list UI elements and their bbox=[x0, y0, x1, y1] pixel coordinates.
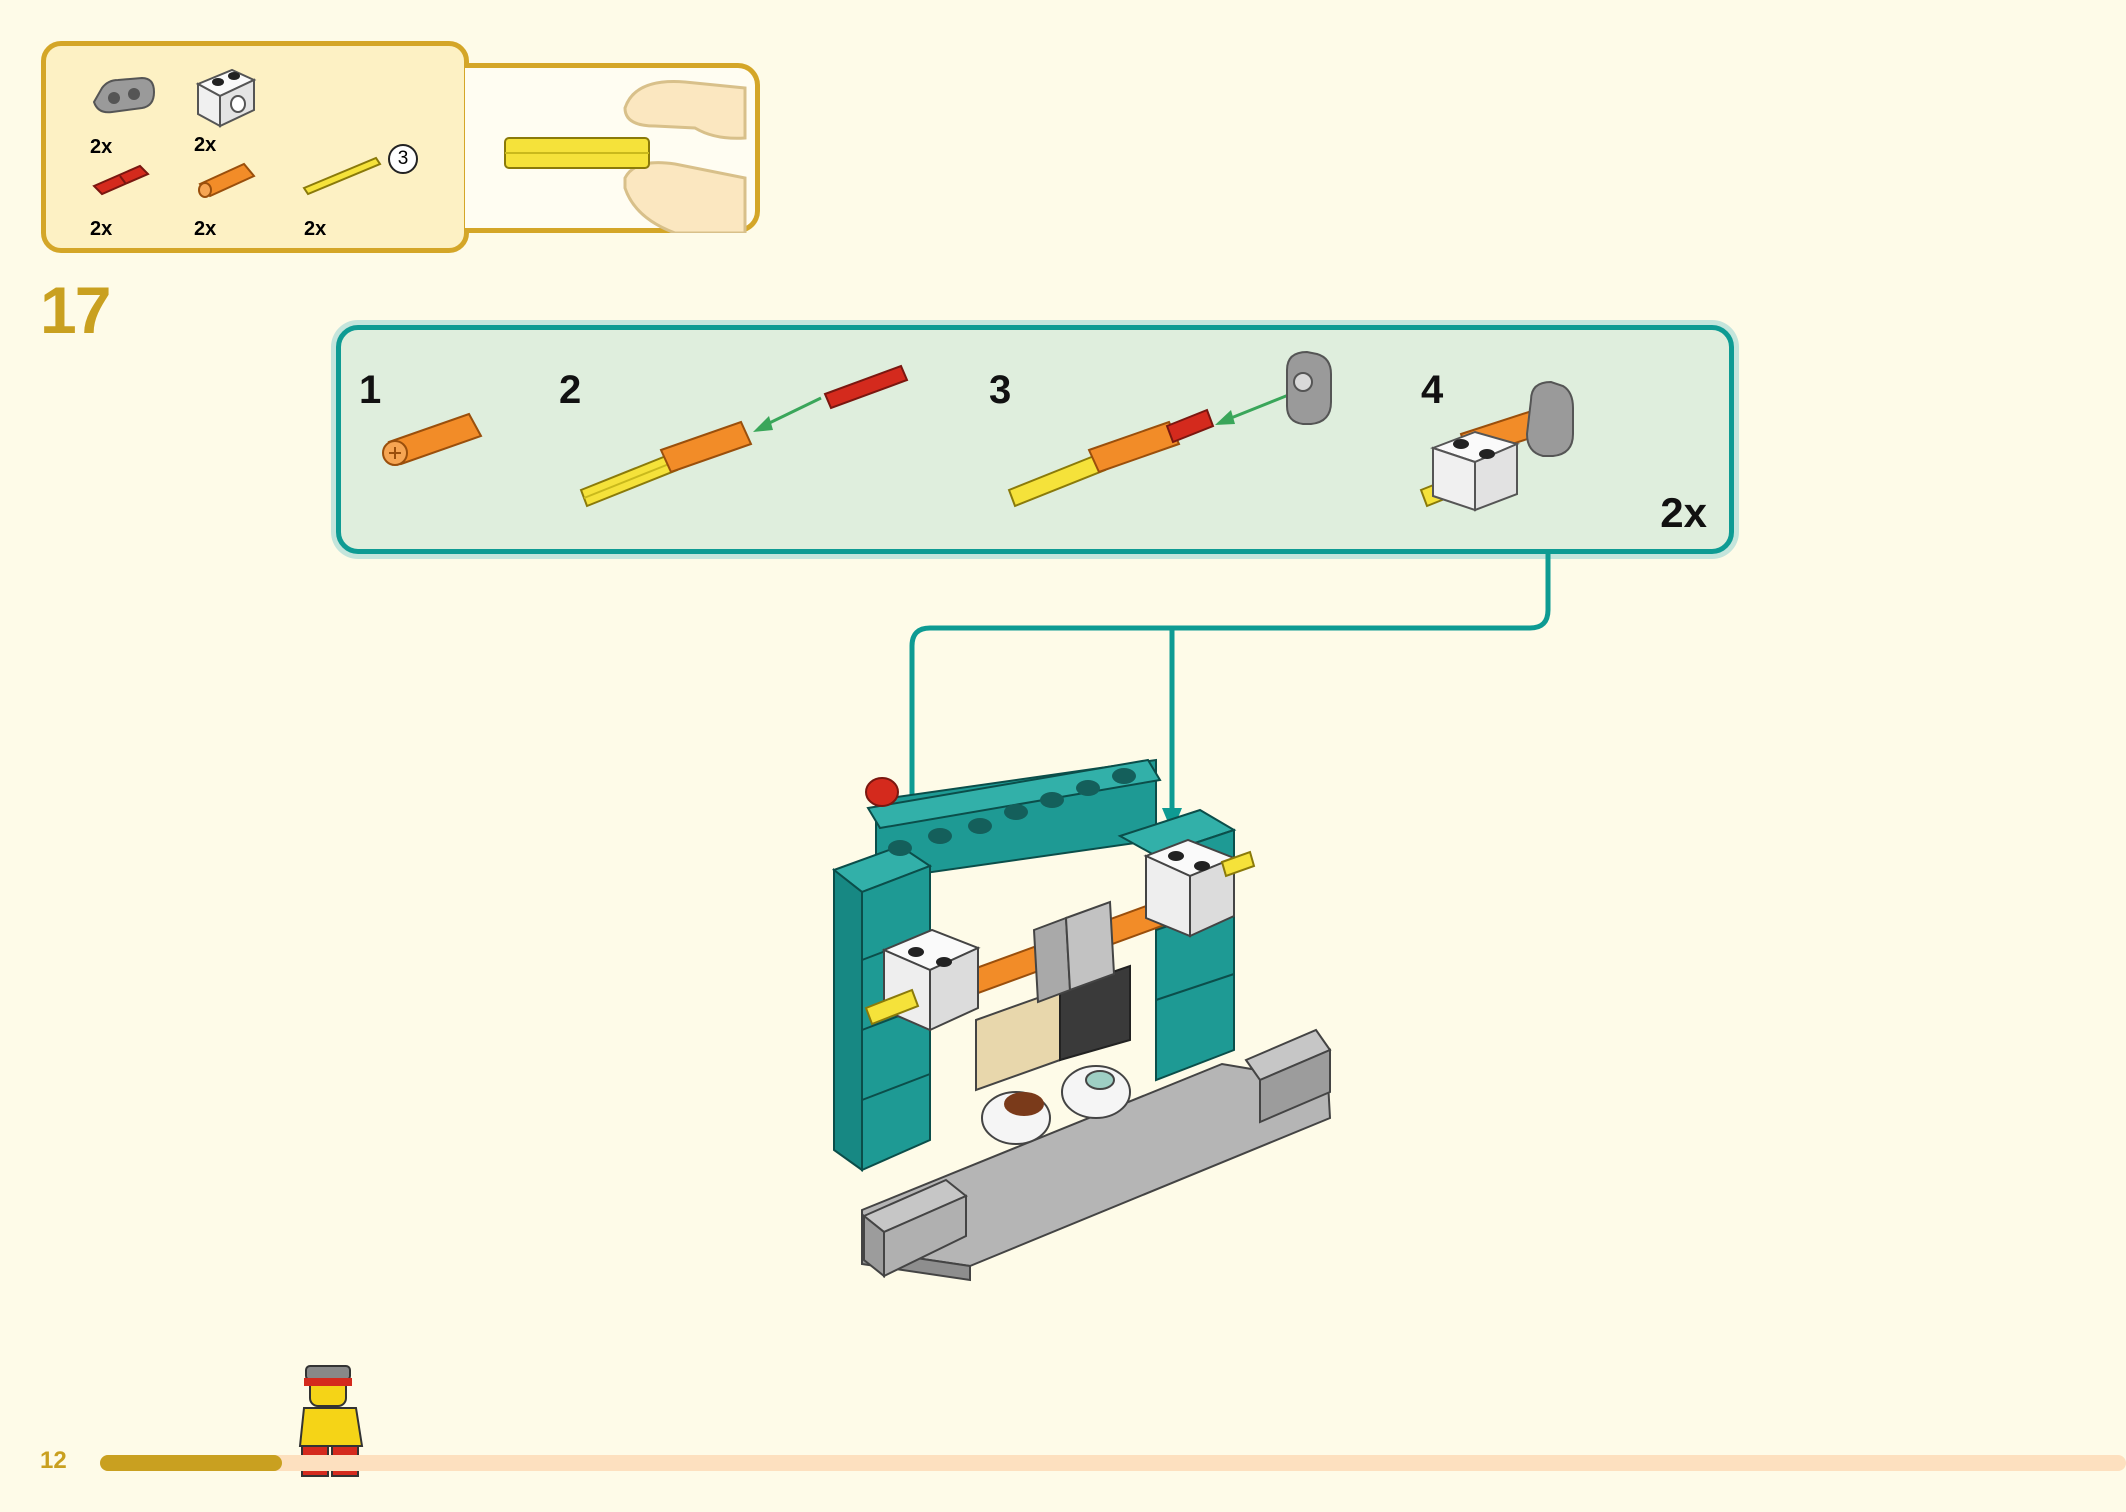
gray-beam-icon bbox=[92, 76, 156, 114]
step-number: 17 bbox=[40, 273, 111, 347]
part-quantity: 2x bbox=[194, 134, 217, 156]
red-axle-connector-icon bbox=[1165, 408, 1215, 444]
part-quantity: 2x bbox=[90, 136, 113, 158]
assembled-axle-icon bbox=[1419, 380, 1574, 512]
red-axle-connector-icon bbox=[823, 364, 909, 410]
length-check-illustration bbox=[504, 80, 747, 235]
sub-assembly-callout: 1 2 3 4 2x bbox=[336, 325, 1734, 554]
part-quantity: 2x bbox=[90, 218, 113, 240]
gray-beam-icon bbox=[1286, 350, 1332, 425]
green-arrow-icon bbox=[1215, 392, 1292, 425]
substep-number: 4 bbox=[1421, 368, 1444, 412]
orange-bush-icon bbox=[1087, 420, 1181, 474]
page-number: 12 bbox=[40, 1447, 67, 1474]
yellow-axle-icon bbox=[302, 156, 382, 196]
part-quantity: 2x bbox=[194, 218, 217, 240]
substep-number: 2 bbox=[559, 368, 582, 412]
substep-number: 1 bbox=[359, 368, 382, 412]
part-orange-bush: 2x bbox=[188, 146, 278, 240]
progress-track bbox=[100, 1455, 2126, 1471]
length-check-panel bbox=[465, 63, 760, 235]
progress-bar-fill bbox=[100, 1455, 283, 1471]
green-arrow-icon bbox=[753, 396, 822, 432]
substep-illustrations bbox=[382, 350, 1574, 512]
part-yellow-axle: 2x bbox=[298, 146, 388, 240]
orange-bush-icon bbox=[198, 162, 256, 198]
part-quantity: 2x bbox=[304, 218, 327, 240]
part-white-technic-brick: 2x bbox=[188, 62, 278, 156]
part-red-axle-connector: 2x bbox=[84, 146, 174, 240]
white-technic-brick-icon bbox=[195, 68, 257, 128]
orange-bush-icon bbox=[659, 420, 753, 474]
parts-list-panel: 2x 2x 2x 2x 2x 3 bbox=[41, 41, 469, 253]
axle-length-badge: 3 bbox=[388, 144, 418, 174]
part-gray-beam: 2x bbox=[84, 64, 174, 158]
callout-multiplier: 2x bbox=[1660, 489, 1707, 536]
lego-model bbox=[831, 758, 1332, 1282]
substep-number: 3 bbox=[989, 368, 1012, 412]
orange-bush-icon bbox=[382, 412, 483, 466]
red-axle-connector-icon bbox=[92, 164, 150, 196]
